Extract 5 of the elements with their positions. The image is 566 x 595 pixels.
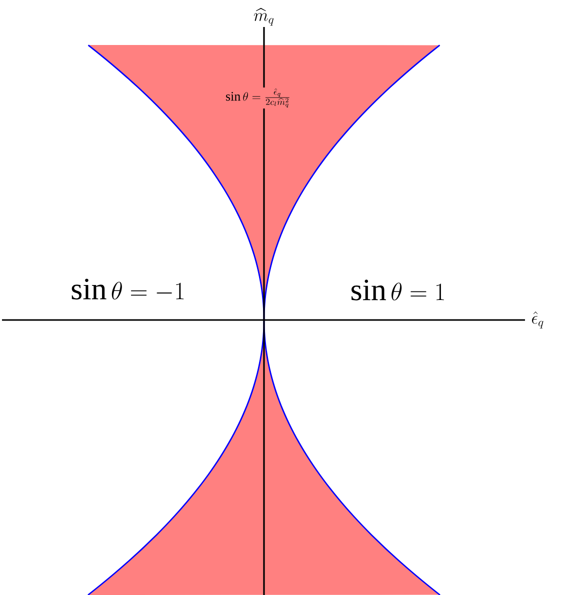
formula-label: $\sin\theta=\frac{\hat{\epsilon}_q}{2c_l\widehat{m}_q^2}$ — [224, 87, 292, 109]
region-label: $\sin\theta=-1$ — [72, 278, 184, 300]
region-label: $\sin\theta=1$ — [352, 280, 444, 300]
axis-label: $\hat{\epsilon}_q$ — [532, 312, 544, 328]
axis-label: $\widehat{m}_q$ — [254, 8, 274, 26]
